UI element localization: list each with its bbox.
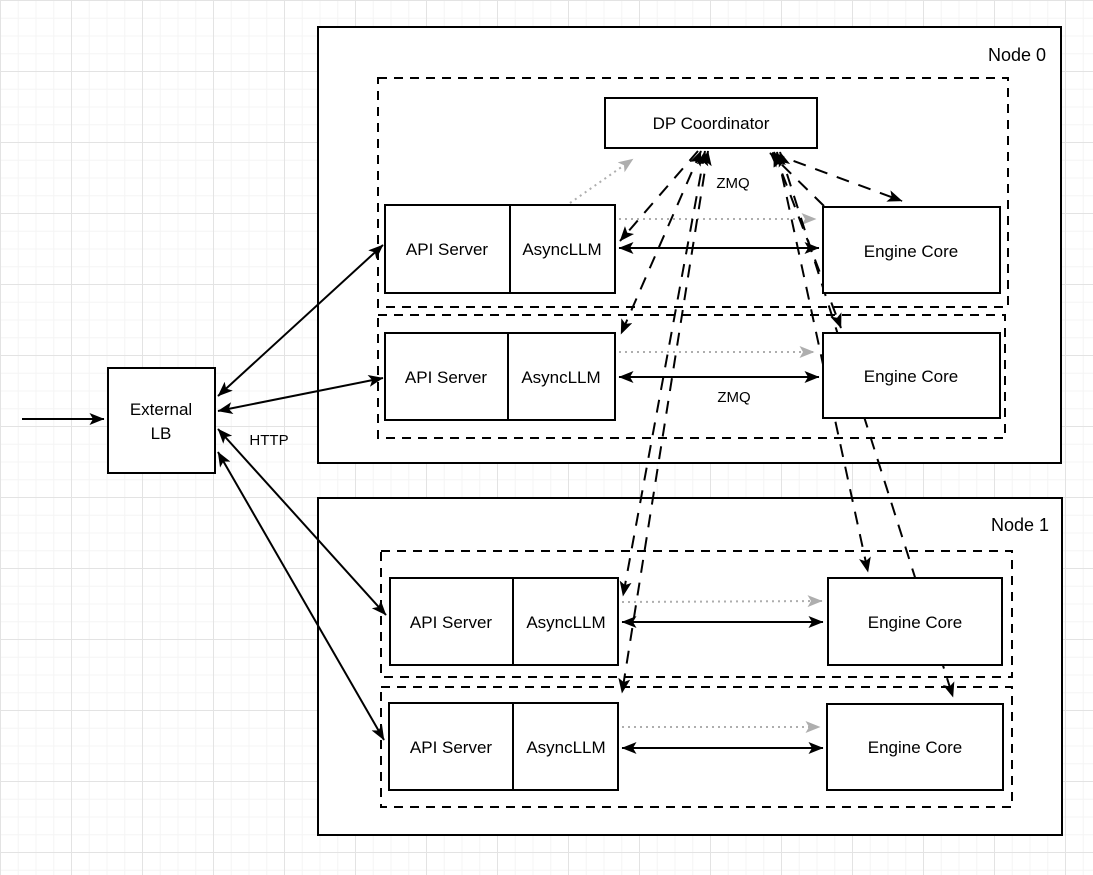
node0-label: Node 0 — [988, 45, 1046, 65]
external-lb-label-line2: LB — [151, 424, 172, 443]
dp-coordinator-box: DP Coordinator — [604, 97, 818, 149]
engine-core-row1-box: Engine Core — [822, 206, 1001, 294]
node1-label: Node 1 — [991, 515, 1049, 535]
row3-api-server-label: API Server — [410, 613, 493, 632]
row3-engine-core-label: Engine Core — [868, 613, 963, 632]
zmq-coordinator-label: ZMQ — [716, 175, 749, 192]
asyncllm1-coordinator-dotted-arrow — [569, 158, 634, 204]
row4-api-server-label: API Server — [410, 738, 493, 757]
lb-api1-arrow — [217, 244, 384, 397]
api-server-row1-box: API Server AsyncLLM — [384, 204, 616, 294]
external-lb-label-line1: External — [130, 400, 192, 419]
row1-api-server-label: API Server — [406, 240, 489, 259]
engine-core-row4-box: Engine Core — [826, 703, 1004, 791]
dp-coordinator-label: DP Coordinator — [653, 114, 770, 133]
coordinator-engine4-dashed-arrow — [778, 151, 955, 698]
row4-asyncllm-label: AsyncLLM — [526, 738, 605, 757]
engine-core-row2-box: Engine Core — [822, 332, 1001, 419]
row4-engine-core-label: Engine Core — [868, 738, 963, 757]
lb-api4-arrow — [217, 451, 385, 741]
row3-asyncllm-label: AsyncLLM — [526, 613, 605, 632]
api-server-row2-box: API Server AsyncLLM — [384, 332, 616, 421]
row2-asyncllm-label: AsyncLLM — [521, 368, 600, 387]
row1-asyncllm-label: AsyncLLM — [522, 240, 601, 259]
node1-group-row4 — [380, 686, 1013, 808]
http-label: HTTP — [249, 432, 288, 449]
external-lb-box: External LB — [107, 367, 216, 474]
row2-api-server-label: API Server — [405, 368, 488, 387]
row2-engine-core-label: Engine Core — [864, 367, 959, 386]
lb-api2-arrow — [217, 374, 384, 415]
row1-engine-core-label: Engine Core — [864, 242, 959, 261]
api-server-row4-box: API Server AsyncLLM — [388, 702, 619, 791]
zmq-row2-label: ZMQ — [717, 389, 750, 406]
api-server-row3-box: API Server AsyncLLM — [389, 577, 619, 666]
engine-core-row3-box: Engine Core — [827, 577, 1003, 666]
